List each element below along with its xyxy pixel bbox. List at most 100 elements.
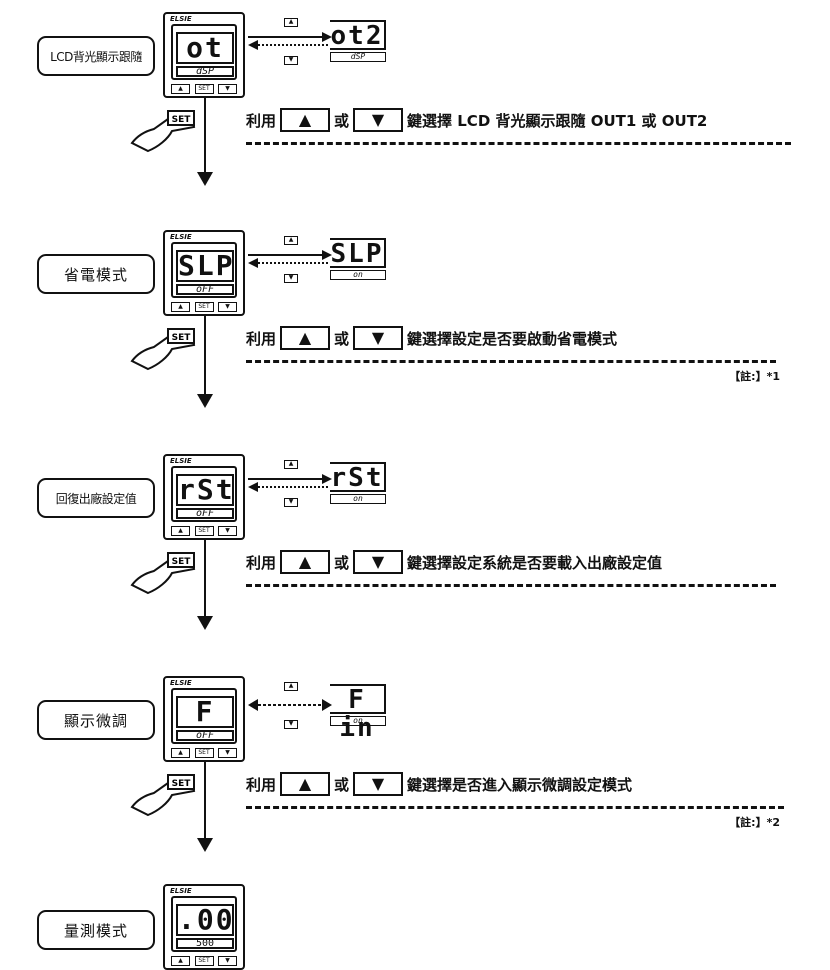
desc-suffix: 鍵選擇設定系統是否要載入出廠設定值 <box>407 553 663 572</box>
hand-set-label: SET <box>172 779 192 789</box>
desc-suffix: 鍵選擇 LCD 背光顯示跟隨 OUT1 或 OUT2 <box>407 111 708 130</box>
desc-prefix: 利用 <box>246 111 277 130</box>
desc-suffix: 鍵選擇設定是否要啟動省電模式 <box>407 329 618 348</box>
flow-arrow-icon <box>197 394 213 408</box>
desc-or: 或 <box>334 775 350 794</box>
step-label: 省電模式 <box>37 254 155 294</box>
double-arrow-icon <box>248 699 332 711</box>
hand-press-set-icon: SET <box>130 110 196 153</box>
brand-logo: ELSIE <box>170 679 192 687</box>
desc-down-button: ▼ <box>353 550 404 574</box>
toggle-arrows: ▲ ▼ <box>246 682 336 732</box>
alt-sv-display: on <box>330 270 386 280</box>
up-key[interactable]: ▲ <box>171 84 190 94</box>
up-key[interactable]: ▲ <box>171 302 190 312</box>
sv-display: oFF <box>176 508 234 519</box>
desc-up-button: ▲ <box>280 550 331 574</box>
flow-line <box>204 316 206 396</box>
step-label: 量測模式 <box>37 910 155 950</box>
alt-pv-display: rSt <box>330 462 386 492</box>
pv-display: ot 1 <box>176 32 234 64</box>
down-key[interactable]: ▼ <box>218 526 237 536</box>
set-key[interactable]: SET <box>194 302 214 312</box>
alt-sv-display: dSP <box>330 52 386 62</box>
alternate-display: SLP on <box>330 238 386 282</box>
pv-display: .000 <box>176 904 234 936</box>
step-label: 顯示微調 <box>37 700 155 740</box>
double-arrow-icon <box>248 250 332 268</box>
desc-suffix: 鍵選擇是否進入顯示微調設定模式 <box>407 775 633 794</box>
flow-arrow-icon <box>197 838 213 852</box>
dashed-divider <box>246 360 776 363</box>
toggle-arrows: ▲ ▼ <box>246 18 336 68</box>
step-factory-reset: 回復出廠設定值 ELSIE rSt oFF ▲ SET ▼ ▲ ▼ rSt on… <box>0 442 830 642</box>
desc-down-button: ▼ <box>353 326 404 350</box>
mini-down-key: ▼ <box>284 274 298 283</box>
desc-prefix: 利用 <box>246 329 277 348</box>
step-label: LCD背光顯示跟隨 <box>37 36 155 76</box>
controller-device: ELSIE ot 1 dSP ▲ SET ▼ <box>163 12 245 98</box>
step-sleep-mode: 省電模式 ELSIE SLP oFF ▲ SET ▼ ▲ ▼ SLP on SE… <box>0 218 830 418</box>
sv-display: dSP <box>176 66 234 77</box>
mini-down-key: ▼ <box>284 720 298 729</box>
alt-sv-display: on <box>330 716 386 726</box>
hand-set-label: SET <box>172 115 192 125</box>
desc-or: 或 <box>334 111 350 130</box>
up-key[interactable]: ▲ <box>171 748 190 758</box>
device-keys: ▲ SET ▼ <box>171 84 237 95</box>
desc-up-button: ▲ <box>280 772 331 796</box>
desc-or: 或 <box>334 553 350 572</box>
step-label: 回復出廠設定值 <box>37 478 155 518</box>
toggle-arrows: ▲ ▼ <box>246 236 336 286</box>
step-description: 利用 ▲ 或 ▼ 鍵選擇是否進入顯示微調設定模式 <box>246 764 632 804</box>
device-keys: ▲ SET ▼ <box>171 526 237 537</box>
flow-line <box>204 540 206 618</box>
controller-device: ELSIE rSt oFF ▲ SET ▼ <box>163 454 245 540</box>
set-key[interactable]: SET <box>194 84 214 94</box>
desc-down-button: ▼ <box>353 108 404 132</box>
flow-arrow-icon <box>197 616 213 630</box>
step-display-fine-tune: 顯示微調 ELSIE F in oFF ▲ SET ▼ ▲ ▼ F in on … <box>0 664 830 864</box>
step-description: 利用 ▲ 或 ▼ 鍵選擇 LCD 背光顯示跟隨 OUT1 或 OUT2 <box>246 100 707 140</box>
down-key[interactable]: ▼ <box>218 84 237 94</box>
sv-display: 500 <box>176 938 234 949</box>
alt-pv-display: ot2 <box>330 20 386 50</box>
down-key[interactable]: ▼ <box>218 956 237 966</box>
alt-pv-display: F in <box>330 684 386 742</box>
brand-logo: ELSIE <box>170 457 192 465</box>
controller-device: ELSIE .000 500 ▲ SET ▼ <box>163 884 245 970</box>
alternate-display: F in on <box>330 684 386 742</box>
device-keys: ▲ SET ▼ <box>171 748 237 759</box>
hand-press-set-icon: SET <box>130 552 196 595</box>
flow-line <box>204 98 206 174</box>
set-key[interactable]: SET <box>194 526 214 536</box>
alt-sv-display: on <box>330 494 386 504</box>
pv-display: SLP <box>176 250 234 282</box>
display-screen: SLP oFF <box>171 242 237 298</box>
device-keys: ▲ SET ▼ <box>171 302 237 313</box>
footnote-ref: 【註:】*2 <box>729 816 780 829</box>
hand-set-label: SET <box>172 557 192 567</box>
up-key[interactable]: ▲ <box>171 526 190 536</box>
desc-or: 或 <box>334 329 350 348</box>
mini-down-key: ▼ <box>284 498 298 507</box>
toggle-arrows: ▲ ▼ <box>246 460 336 510</box>
display-screen: .000 500 <box>171 896 237 952</box>
controller-device: ELSIE F in oFF ▲ SET ▼ <box>163 676 245 762</box>
dashed-divider <box>246 806 784 809</box>
up-key[interactable]: ▲ <box>171 956 190 966</box>
set-key[interactable]: SET <box>194 748 214 758</box>
down-key[interactable]: ▼ <box>218 302 237 312</box>
step-lcd-backlight: LCD背光顯示跟隨 ELSIE ot 1 dSP ▲ SET ▼ ▲ ▼ ot2… <box>0 0 830 200</box>
mini-up-key: ▲ <box>284 18 298 27</box>
double-arrow-icon <box>248 474 332 492</box>
brand-logo: ELSIE <box>170 15 192 23</box>
step-description: 利用 ▲ 或 ▼ 鍵選擇設定是否要啟動省電模式 <box>246 318 617 358</box>
flow-line <box>204 762 206 840</box>
alt-pv-display: SLP <box>330 238 386 268</box>
down-key[interactable]: ▼ <box>218 748 237 758</box>
desc-down-button: ▼ <box>353 772 404 796</box>
desc-prefix: 利用 <box>246 775 277 794</box>
set-key[interactable]: SET <box>194 956 214 966</box>
alternate-display: rSt on <box>330 462 386 506</box>
